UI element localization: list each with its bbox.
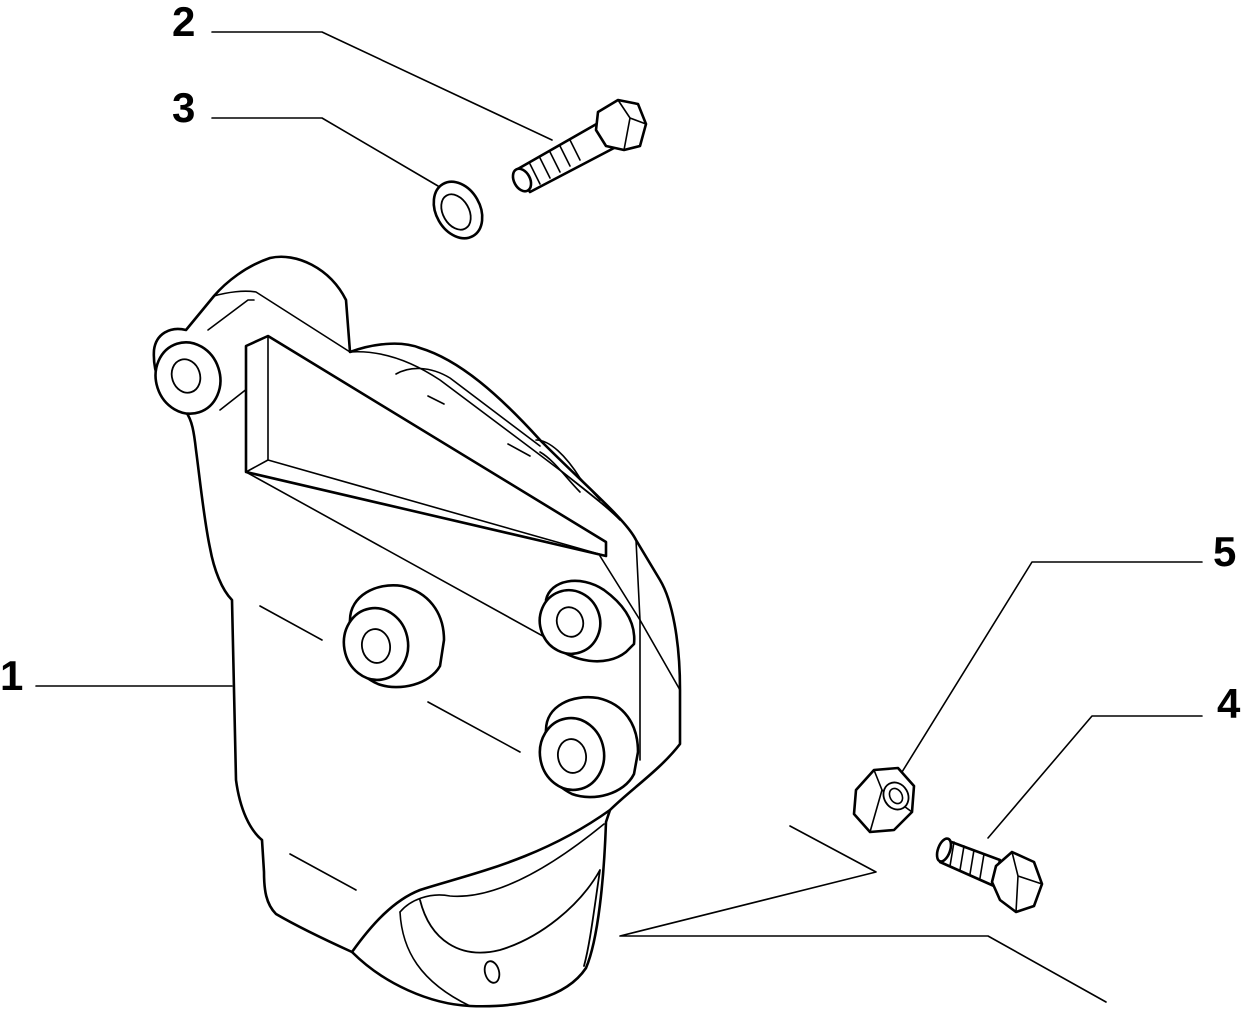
bracket-part-1: [152, 255, 682, 1008]
leader-line-3: [211, 117, 439, 187]
callout-1-number: 1: [0, 652, 23, 699]
callout-4-number: 4: [1217, 680, 1241, 727]
leader-line-group: [619, 825, 1107, 1003]
washer-part-3: [432, 180, 484, 240]
boss-lower-right: [538, 695, 640, 799]
leader-line-2: [211, 31, 553, 141]
boss-center: [342, 584, 446, 689]
leader-line-5: [901, 561, 1203, 773]
bolt-part-2: [511, 98, 648, 194]
nut-part-5: [852, 766, 916, 834]
callout-2-number: 2: [172, 0, 195, 45]
callout-5-number: 5: [1213, 528, 1236, 575]
leader-line-4: [987, 715, 1203, 839]
bolt-part-4: [935, 837, 1044, 914]
boss-upper-right: [538, 579, 636, 663]
callout-3-number: 3: [172, 84, 195, 131]
